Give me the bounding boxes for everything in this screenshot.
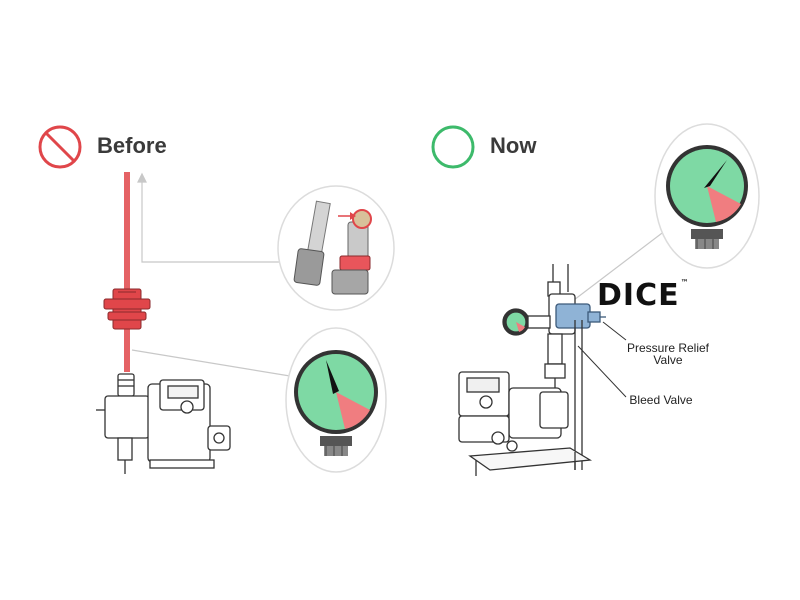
pressure-relief-line1: Pressure Relief bbox=[626, 341, 710, 355]
before-pump bbox=[96, 373, 231, 474]
label-leaders bbox=[577, 321, 627, 398]
pressure-relief-line2: Valve bbox=[653, 353, 683, 367]
pressure-relief-valve-label: Pressure Relief Valve bbox=[612, 342, 724, 366]
dice-brand-name: DICE bbox=[597, 278, 680, 313]
before-gauge-bubble bbox=[285, 327, 387, 473]
dice-assembly bbox=[458, 264, 606, 476]
before-connector-lines bbox=[131, 172, 297, 378]
now-title: Now bbox=[490, 133, 537, 158]
circle-ok-icon bbox=[431, 125, 475, 169]
clogged-valve-bubble bbox=[277, 185, 395, 311]
now-gauge-bubble bbox=[654, 123, 760, 269]
dice-brand: DICE™ bbox=[597, 278, 690, 313]
now-connector-line bbox=[569, 223, 675, 304]
prohibited-icon bbox=[38, 125, 82, 169]
before-title: Before bbox=[97, 133, 167, 158]
red-discharge-tube bbox=[103, 172, 151, 372]
dice-trademark: ™ bbox=[680, 278, 690, 287]
bleed-valve-label: Bleed Valve bbox=[629, 393, 693, 407]
